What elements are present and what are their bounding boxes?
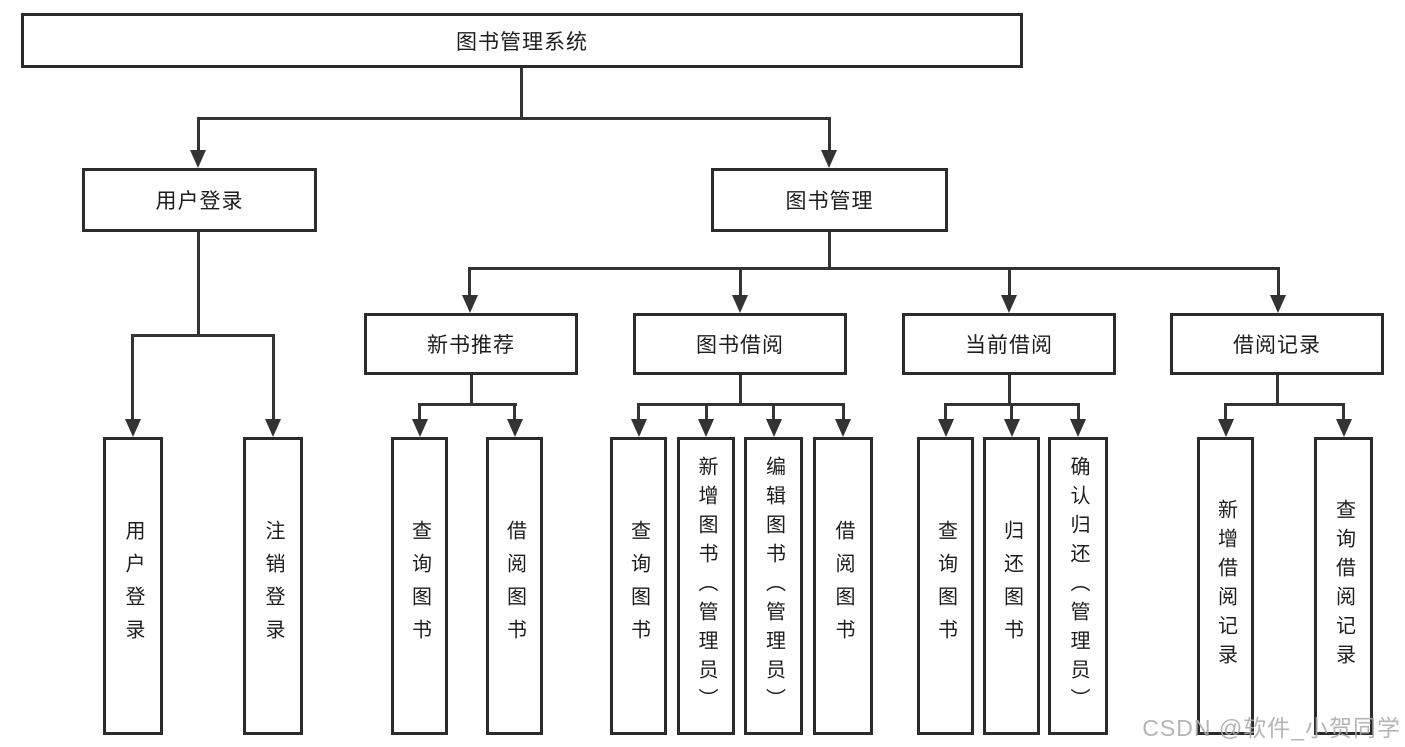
leaf-borrow-books: 借阅图书 <box>813 437 873 735</box>
connector-line <box>944 403 947 421</box>
node-user-login-label: 用户登录 <box>155 190 244 213</box>
node-current-borrow-label: 当前借阅 <box>965 334 1053 357</box>
node-book-management: 图书管理 <box>711 168 948 232</box>
leaf-confirm-return-admin-label: 确认归还（管理员） <box>1067 455 1089 717</box>
node-borrow-records: 借阅记录 <box>1170 313 1384 375</box>
leaf-user-login: 用户登录 <box>103 437 163 735</box>
connector-line <box>513 403 516 421</box>
connector-line <box>739 267 742 298</box>
arrowhead-icon <box>631 419 647 437</box>
connector-line <box>131 334 134 421</box>
arrowhead-icon <box>462 295 478 313</box>
connector-line <box>1224 403 1227 421</box>
csdn-watermark: CSDN @软件_小贺同学 <box>1142 715 1401 741</box>
connector-line <box>637 403 845 406</box>
node-book-borrow: 图书借阅 <box>633 313 847 375</box>
arrowhead-icon <box>821 150 837 168</box>
connector-line <box>1008 375 1011 406</box>
leaf-query-books-current-label: 查询图书 <box>934 520 957 652</box>
node-new-book-recommend-label: 新书推荐 <box>427 334 515 357</box>
arrowhead-icon <box>766 419 782 437</box>
leaf-borrow-books-recommend-label: 借阅图书 <box>503 520 526 652</box>
arrowhead-icon <box>732 295 748 313</box>
arrowhead-icon <box>835 419 851 437</box>
leaf-return-books: 归还图书 <box>983 437 1040 735</box>
node-book-borrow-label: 图书借阅 <box>696 334 784 357</box>
connector-line <box>272 334 275 421</box>
node-root-label: 图书管理系统 <box>456 30 588 54</box>
connector-line <box>468 267 1280 270</box>
node-book-management-label: 图书管理 <box>785 190 874 213</box>
leaf-edit-books-admin-label: 编辑图书（管理员） <box>762 455 785 717</box>
arrowhead-icon <box>1001 295 1017 313</box>
connector-line <box>1277 267 1280 298</box>
leaf-add-borrow-record-label: 新增借阅记录 <box>1214 499 1237 673</box>
node-new-book-recommend: 新书推荐 <box>364 313 578 375</box>
connector-line <box>470 375 473 406</box>
arrowhead-icon <box>938 419 954 437</box>
connector-line <box>468 267 471 298</box>
connector-line <box>1342 403 1345 421</box>
node-current-borrow: 当前借阅 <box>902 313 1116 375</box>
connector-line <box>131 334 275 337</box>
leaf-return-books-label: 归还图书 <box>1000 520 1023 652</box>
connector-line <box>197 232 200 336</box>
leaf-add-books-admin: 新增图书（管理员） <box>677 437 735 735</box>
leaf-add-books-admin-label: 新增图书（管理员） <box>695 455 717 717</box>
leaf-query-books-recommend: 查询图书 <box>391 437 448 735</box>
node-borrow-records-label: 借阅记录 <box>1233 334 1321 357</box>
connector-line <box>197 117 831 120</box>
arrowhead-icon <box>1070 419 1086 437</box>
arrowhead-icon <box>507 419 523 437</box>
connector-line <box>1276 375 1279 406</box>
leaf-add-borrow-record: 新增借阅记录 <box>1197 437 1254 735</box>
leaf-logout-label: 注销登录 <box>262 520 284 652</box>
connector-line <box>418 403 517 406</box>
leaf-query-books-borrow: 查询图书 <box>610 437 667 735</box>
connector-line <box>739 375 742 406</box>
connector-line <box>520 68 523 120</box>
arrowhead-icon <box>190 150 206 168</box>
node-root: 图书管理系统 <box>21 13 1023 68</box>
arrowhead-icon <box>1004 419 1020 437</box>
leaf-query-books-borrow-label: 查询图书 <box>627 520 650 652</box>
leaf-query-books-current: 查询图书 <box>917 437 974 735</box>
connector-line <box>828 232 831 270</box>
leaf-query-borrow-record-label: 查询借阅记录 <box>1332 499 1355 673</box>
connector-line <box>637 403 640 421</box>
leaf-query-borrow-record: 查询借阅记录 <box>1314 437 1373 735</box>
leaf-borrow-books-label: 借阅图书 <box>832 520 854 652</box>
connector-line <box>197 117 200 153</box>
leaf-query-books-recommend-label: 查询图书 <box>408 520 431 652</box>
connector-line <box>1010 403 1013 421</box>
node-user-login: 用户登录 <box>82 168 317 232</box>
connector-line <box>772 403 775 421</box>
leaf-confirm-return-admin: 确认归还（管理员） <box>1048 437 1108 735</box>
connector-line <box>1008 267 1011 298</box>
arrowhead-icon <box>1336 419 1352 437</box>
connector-line <box>842 403 845 421</box>
leaf-borrow-books-recommend: 借阅图书 <box>486 437 543 735</box>
connector-line <box>418 403 421 421</box>
arrowhead-icon <box>265 419 281 437</box>
arrowhead-icon <box>698 419 714 437</box>
arrowhead-icon <box>1270 295 1286 313</box>
leaf-user-login-label: 用户登录 <box>122 520 144 652</box>
arrowhead-icon <box>125 419 141 437</box>
arrowhead-icon <box>1218 419 1234 437</box>
connector-line <box>1077 403 1080 421</box>
leaf-logout: 注销登录 <box>243 437 303 735</box>
connector-line <box>1224 403 1345 406</box>
connector-line <box>705 403 708 421</box>
leaf-edit-books-admin: 编辑图书（管理员） <box>744 437 803 735</box>
connector-line <box>828 117 831 153</box>
arrowhead-icon <box>412 419 428 437</box>
